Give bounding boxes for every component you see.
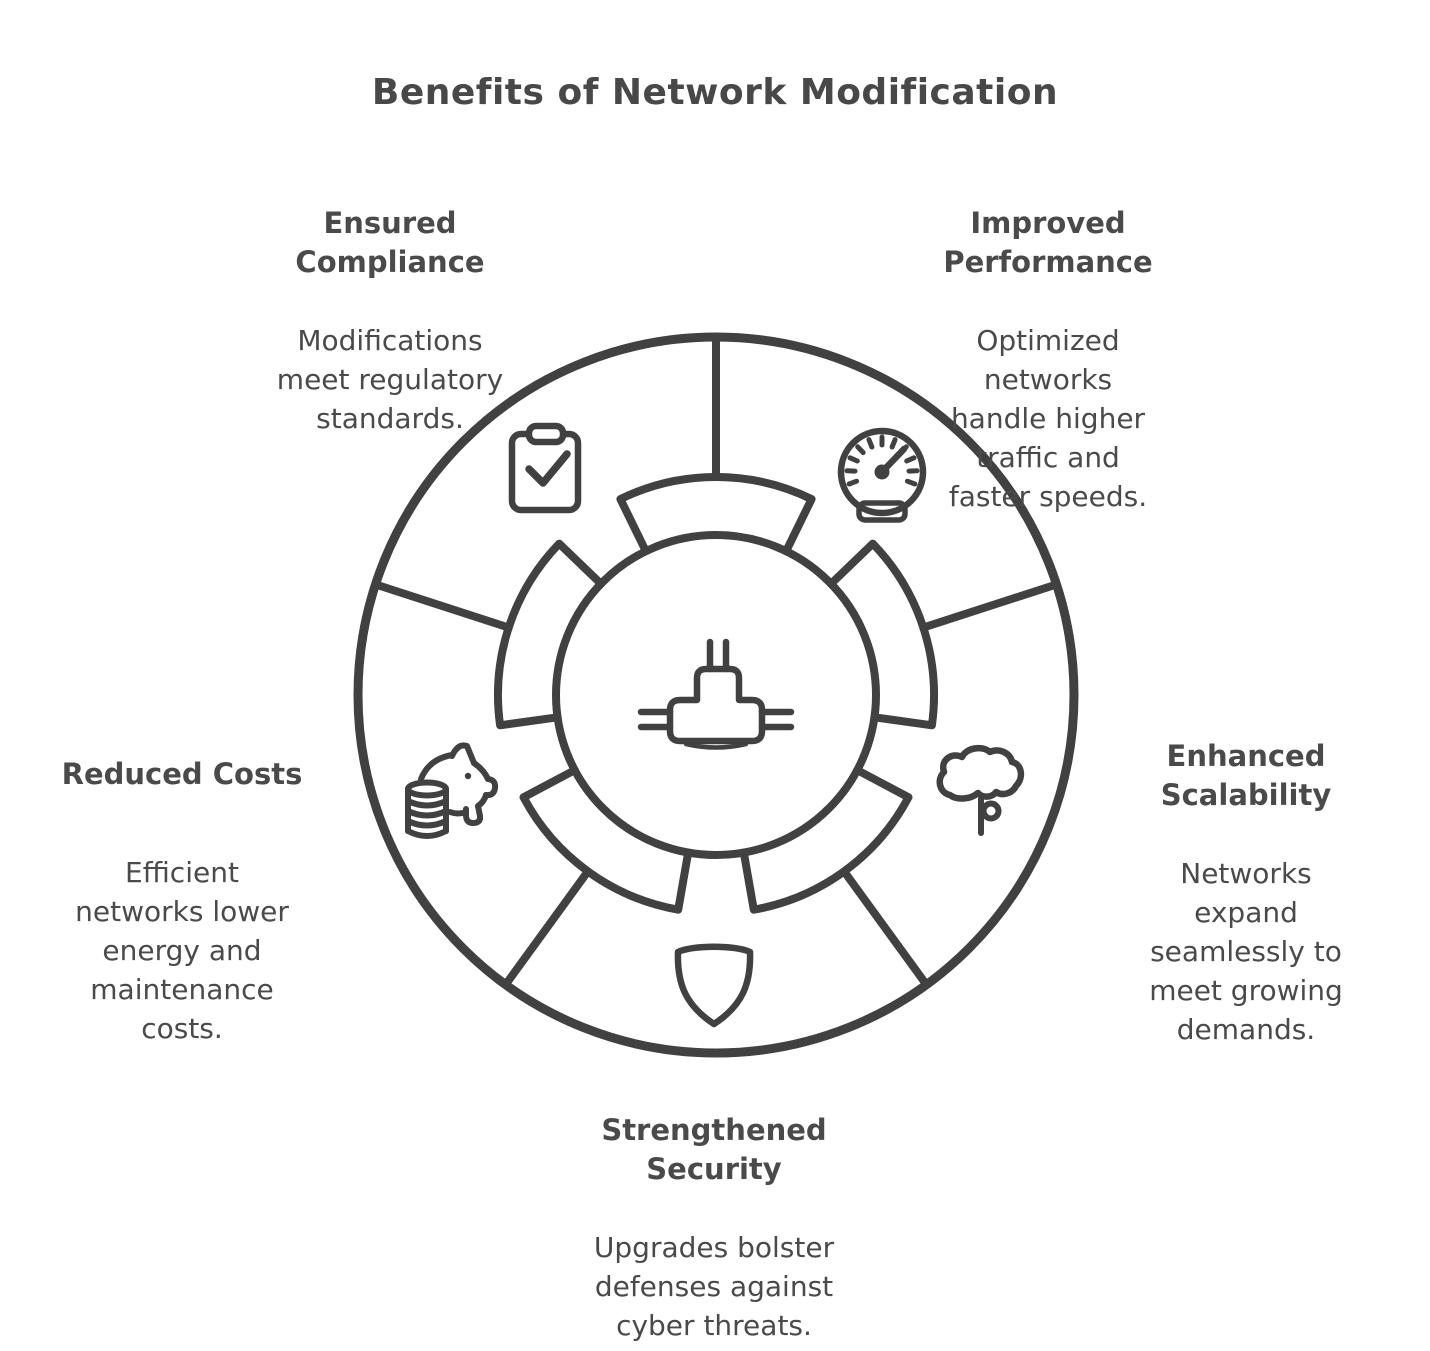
segment-heading-costs: Reduced Costs [61,757,303,791]
inner-arc-band-bottom-left [519,766,693,914]
speedometer-icon [837,427,927,523]
inner-arc-band-left [494,539,605,730]
segment-label-scalability: Enhanced Scalability Networks expand sea… [1066,698,1426,1088]
segment-label-compliance: Ensured Compliance Modifications meet re… [210,165,570,477]
segment-body-scalability: Networks expand seamlessly to meet growi… [1149,857,1343,1046]
segment-heading-scalability: Enhanced Scalability [1160,739,1332,812]
segment-body-security: Upgrades bolster defenses against cyber … [593,1231,835,1342]
segment-label-performance: Improved Performance Optimized networks … [868,165,1228,555]
divider-line-lower-left [501,867,592,989]
inner-arc-band-top [616,473,816,556]
divider-line-upper-right [919,580,1061,632]
segment-heading-security: Strengthened Security [601,1113,827,1186]
inner-circle [552,531,880,859]
network-connector-icon [637,638,795,750]
segment-body-compliance: Modifications meet regulatory standards. [276,324,504,435]
segment-label-security: Strengthened Security Upgrades bolster d… [534,1072,894,1351]
divider-line-lower-right [840,867,931,989]
clipboard-check-icon [508,422,582,514]
segment-heading-compliance: Ensured Compliance [295,206,485,279]
segment-heading-performance: Improved Performance [943,206,1153,279]
cloud-network-icon [936,744,1025,836]
segment-body-performance: Optimized networks handle higher traffic… [948,324,1148,513]
inner-arc-band-right [827,539,938,730]
segment-body-costs: Efficient networks lower energy and main… [75,856,289,1045]
ring-structure [353,332,1079,1058]
page-title: Benefits of Network Modification [371,72,1059,113]
piggy-bank-coins-icon [405,742,499,839]
inner-arc-band-bottom-right [739,766,913,914]
segment-label-costs: Reduced Costs Efficient networks lower e… [2,716,362,1087]
shield-icon [674,943,754,1028]
divider-line-upper-left [371,580,513,632]
